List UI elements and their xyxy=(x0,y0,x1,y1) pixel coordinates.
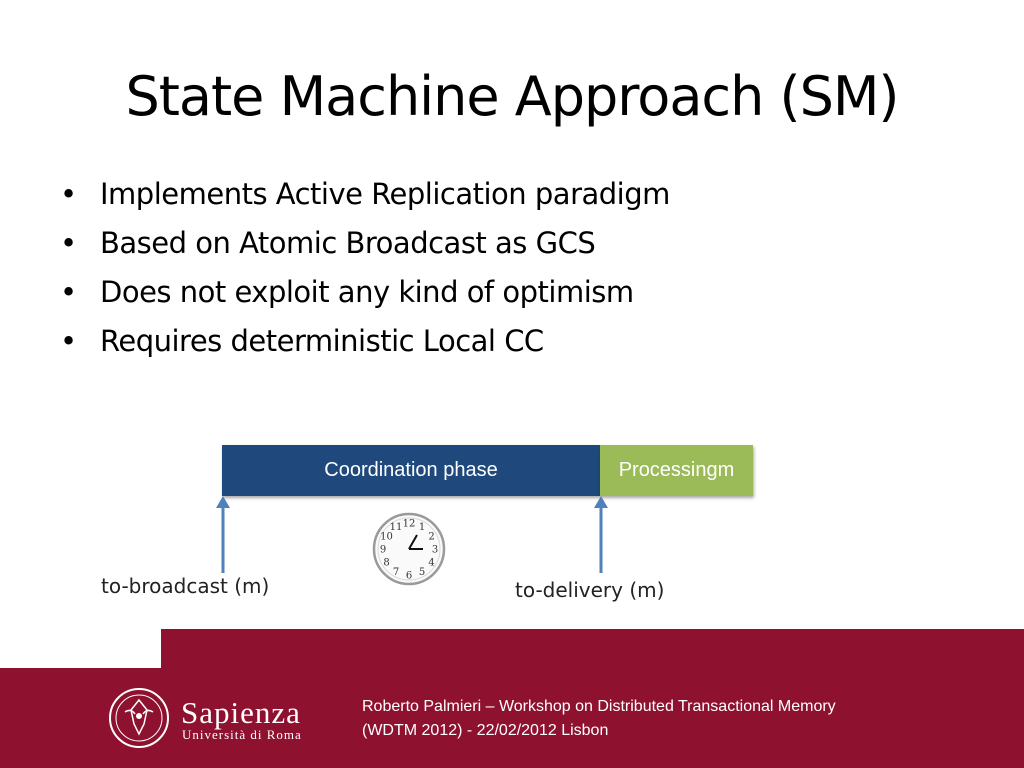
clock-numeral: 11 xyxy=(390,522,403,533)
clock-numeral: 5 xyxy=(419,567,425,578)
to-broadcast-label: to-broadcast (m) xyxy=(101,574,270,598)
clock-numeral: 2 xyxy=(428,532,434,543)
bullet-item: Based on Atomic Broadcast as GCS xyxy=(56,219,670,268)
clock-numeral: 6 xyxy=(406,571,412,582)
logo-subtitle: Università di Roma xyxy=(182,727,302,742)
clock-numeral: 7 xyxy=(393,567,399,578)
slide-title: State Machine Approach (SM) xyxy=(125,65,899,128)
clock-numeral: 10 xyxy=(380,532,393,543)
footer-line-2: (WDTM 2012) - 22/02/2012 Lisbon xyxy=(362,722,609,739)
clock-numeral: 4 xyxy=(428,558,434,569)
bullet-item: Does not exploit any kind of optimism xyxy=(56,268,670,317)
clock-numeral: 12 xyxy=(403,519,416,530)
broadcast-arrow-icon xyxy=(216,496,230,573)
footer-tab xyxy=(161,629,1024,669)
coordination-phase-label: Coordination phase xyxy=(324,459,498,481)
processing-label: Processingm xyxy=(618,459,735,481)
processing-box: Processingm xyxy=(600,445,753,496)
delivery-arrow-icon xyxy=(594,496,608,573)
footer-line-1: Roberto Palmieri – Workshop on Distribut… xyxy=(362,698,836,715)
logo-name: Sapienza xyxy=(181,695,301,730)
bullet-item: Requires deterministic Local CC xyxy=(56,317,670,366)
sapienza-seal-icon xyxy=(109,688,169,748)
clock-numeral: 8 xyxy=(383,558,389,569)
footer-bar xyxy=(0,668,1024,768)
coordination-phase-box: Coordination phase xyxy=(222,445,600,496)
bullet-item: Implements Active Replication paradigm xyxy=(56,170,670,219)
clock-numeral: 1 xyxy=(419,522,425,533)
footer-credits: Roberto Palmieri – Workshop on Distribut… xyxy=(362,695,836,743)
bullet-list: Implements Active Replication paradigm B… xyxy=(56,170,670,366)
clock-numeral: 3 xyxy=(432,545,438,556)
to-delivery-label: to-delivery (m) xyxy=(515,578,665,602)
clock-numeral: 9 xyxy=(380,545,386,556)
